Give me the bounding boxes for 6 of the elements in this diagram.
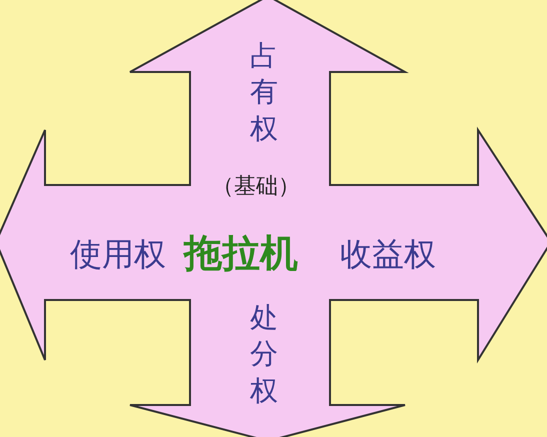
arm-label: 占有权 — [250, 38, 278, 147]
arm-label: 收益权 — [340, 238, 436, 270]
note-label: （基础） — [212, 176, 300, 198]
arm-label: 使用权 — [70, 238, 166, 270]
center-label: 拖拉机 — [184, 234, 298, 272]
arm-label: 处分权 — [250, 300, 278, 409]
